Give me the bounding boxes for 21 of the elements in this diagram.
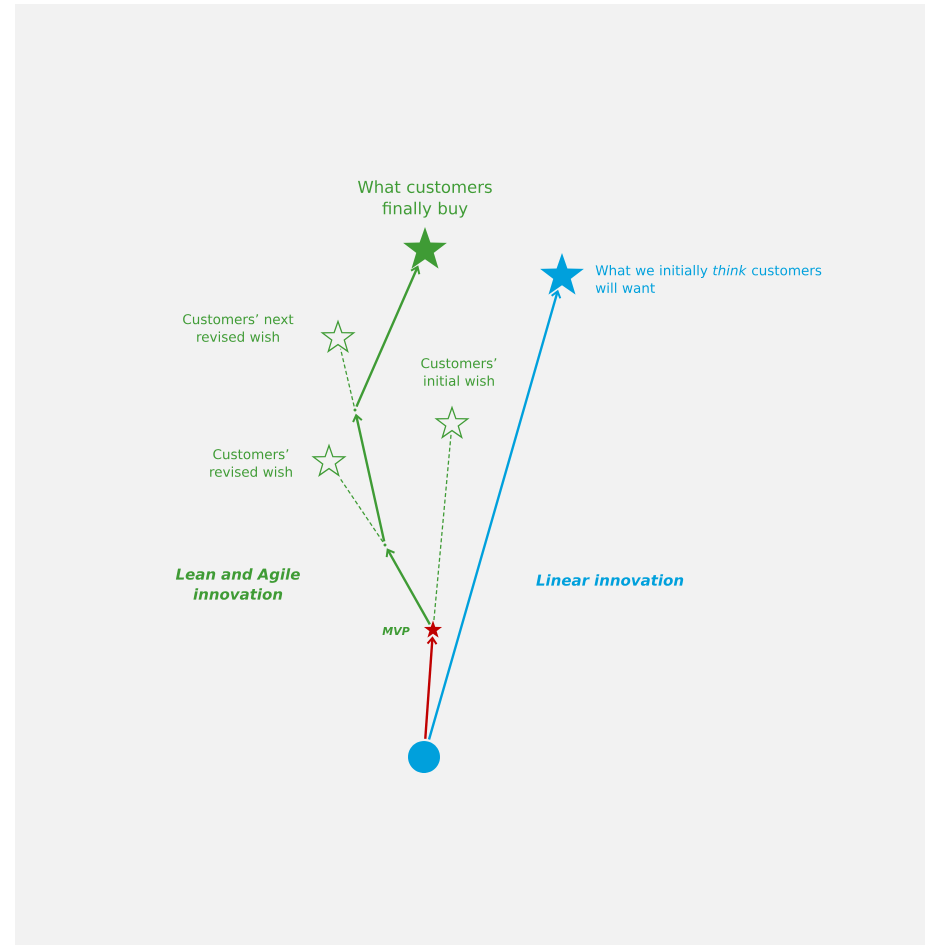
star-caption: MVP <box>382 627 410 635</box>
arrow <box>355 265 420 408</box>
star-icon <box>540 253 584 295</box>
star-icon <box>403 227 447 269</box>
arrow <box>424 636 438 739</box>
star-icon <box>424 620 442 638</box>
star-caption: What we initially think customers will want <box>596 264 822 293</box>
innovation-label: Linear innovation <box>536 574 684 586</box>
junction-point <box>354 408 356 412</box>
star-caption: Customers’ revised wish <box>210 449 292 477</box>
innovation-label: Lean and Agile innovation <box>176 568 300 600</box>
junction-point <box>384 544 386 546</box>
star-caption: Customers’ next revised wish <box>183 314 294 342</box>
arrow <box>352 414 386 542</box>
star-caption: Customers’ initial wish <box>421 358 496 386</box>
arrow <box>428 290 562 740</box>
dashed-line <box>338 477 384 542</box>
dashed-line <box>340 348 355 407</box>
start-dot <box>408 741 440 773</box>
star-caption: What customers finally buy <box>358 180 492 218</box>
arrow <box>386 548 431 625</box>
